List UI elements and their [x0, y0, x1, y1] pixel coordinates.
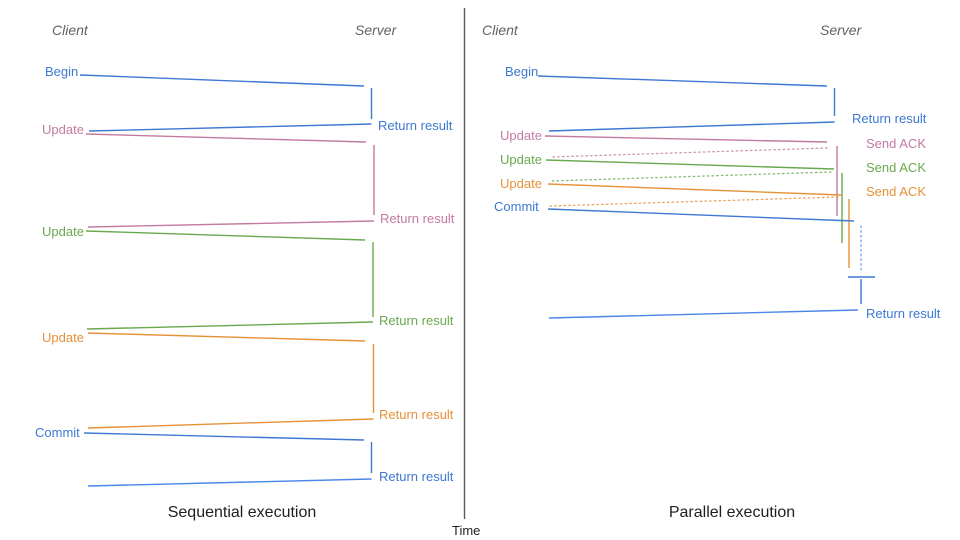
right-update3-label: Update: [500, 176, 542, 191]
right-update3-ack-arrow: [549, 196, 839, 207]
right-update3-request-arrow: [547, 183, 842, 196]
right-update2-request-arrow: [545, 159, 835, 170]
left-commit-request-arrow: [83, 432, 365, 441]
left-update2-message: [85, 230, 374, 330]
left-update1-message: [85, 133, 375, 228]
right-commit-return-arrow: [548, 309, 859, 319]
right-update2-response: Send ACK: [866, 160, 926, 175]
right-update1-response: Send ACK: [866, 136, 926, 151]
right-commit-message: [547, 208, 875, 319]
right-update2-label: Update: [500, 152, 542, 167]
right-begin-return-arrow: [548, 121, 835, 132]
left-commit-response: Return result: [379, 469, 454, 484]
left-update1-label: Update: [42, 122, 84, 137]
right-update1-message: [544, 135, 838, 216]
right-update1-request-arrow: [544, 135, 828, 143]
right-begin-message: [537, 75, 836, 132]
right-update2-message: [545, 159, 843, 243]
right-update2-ack-arrow: [550, 171, 832, 182]
left-update2-response: Return result: [379, 313, 454, 328]
right-panel-caption: Parallel execution: [668, 504, 796, 521]
left-update1-return-arrow: [87, 220, 375, 228]
right-update1-label: Update: [500, 128, 542, 143]
left-update3-label: Update: [42, 330, 84, 345]
left-update1-response: Return result: [380, 211, 455, 226]
left-update3-request-arrow: [87, 332, 366, 342]
right-begin-request-arrow: [537, 75, 828, 87]
left-update3-response: Return result: [379, 407, 454, 422]
right-commit-response: Return result: [866, 306, 941, 321]
left-update2-request-arrow: [85, 230, 366, 241]
right-update1-ack-arrow: [550, 147, 828, 158]
right-update3-response: Send ACK: [866, 184, 926, 199]
left-commit-return-arrow: [87, 478, 372, 487]
right-commit-request-arrow: [547, 208, 855, 222]
left-begin-message: [79, 74, 373, 132]
time-axis-label: Time: [452, 523, 481, 538]
left-update2-return-arrow: [86, 321, 374, 330]
right-begin-response: Return result: [852, 111, 927, 126]
left-update3-return-arrow: [87, 418, 374, 429]
left-panel-caption: Sequential execution: [167, 504, 317, 521]
right-update3-message: [547, 183, 850, 268]
right-commit-label: Commit: [494, 199, 539, 214]
left-begin-label: Begin: [45, 64, 79, 79]
left-commit-message: [83, 432, 373, 487]
left-begin-response: Return result: [378, 118, 453, 133]
left-update1-request-arrow: [85, 133, 367, 143]
left-update3-message: [87, 332, 375, 429]
right-server-header: Server: [820, 22, 862, 38]
left-begin-request-arrow: [79, 74, 365, 87]
left-commit-label: Commit: [35, 425, 80, 440]
left-client-header: Client: [52, 22, 88, 38]
left-server-header: Server: [355, 22, 397, 38]
left-update2-label: Update: [42, 224, 84, 239]
right-begin-label: Begin: [505, 64, 539, 79]
right-client-header: Client: [482, 22, 518, 38]
left-begin-return-arrow: [88, 123, 372, 132]
